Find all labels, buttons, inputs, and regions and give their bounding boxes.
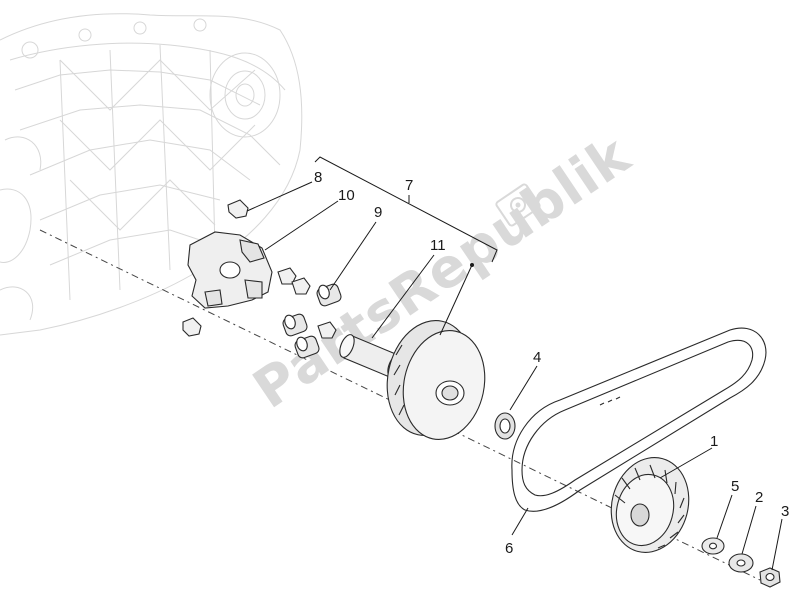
ramp-plate-part xyxy=(187,231,273,309)
assembly-bracket xyxy=(314,156,498,263)
callout-2: 2 xyxy=(755,489,763,506)
gear-icon xyxy=(495,183,541,227)
callout-8: 8 xyxy=(314,169,322,186)
callout-6: 6 xyxy=(505,540,513,557)
callout-7: 7 xyxy=(405,177,413,194)
callout-5: 5 xyxy=(731,478,739,495)
callout-4: 4 xyxy=(533,349,541,366)
roller-weight-part xyxy=(282,283,342,359)
slider-clip-part xyxy=(182,199,249,337)
callout-10: 10 xyxy=(338,187,355,204)
belleville-washer-part xyxy=(728,553,754,573)
spacer-part xyxy=(494,412,516,440)
callout-11: 11 xyxy=(430,237,446,254)
nut-part xyxy=(759,567,781,588)
movable-pulley-part xyxy=(386,320,486,440)
callout-3: 3 xyxy=(781,503,789,520)
callout-9: 9 xyxy=(374,204,382,221)
leader-lines xyxy=(246,181,783,571)
crankcase-ghost-outline xyxy=(0,13,303,336)
washer-part xyxy=(701,537,725,555)
drive-belt-part xyxy=(511,327,767,512)
fan-pulley-part xyxy=(610,457,690,553)
callout-1: 1 xyxy=(710,433,718,450)
guide-slider-part xyxy=(277,267,337,339)
